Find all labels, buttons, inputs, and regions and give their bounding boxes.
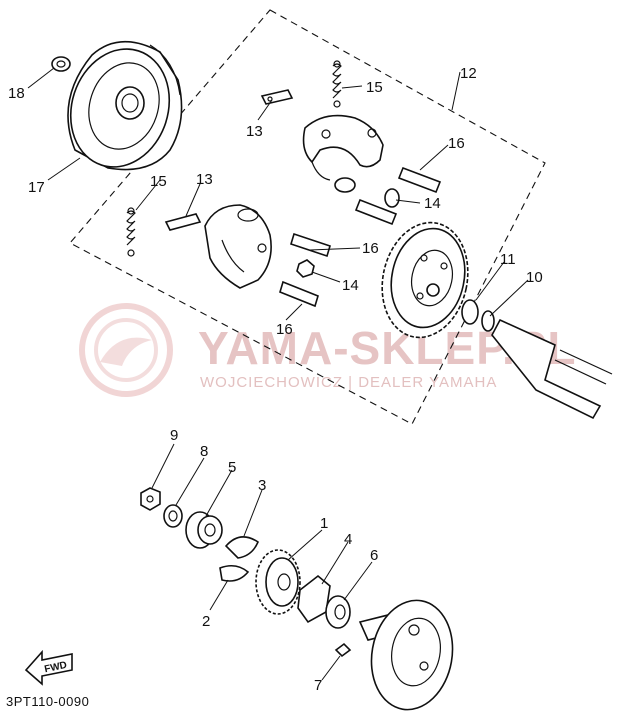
callout-3: 3 <box>258 477 266 494</box>
part-1-gear <box>255 549 301 615</box>
watermark-logo-icon <box>79 303 173 397</box>
callout-5: 5 <box>228 459 236 476</box>
fwd-arrow-icon: FWD <box>24 649 73 686</box>
primary-shaft <box>491 318 613 420</box>
part-13-plate-lower <box>164 213 202 231</box>
callout-12: 12 <box>460 65 477 82</box>
upper-clutch-shoe <box>302 114 384 181</box>
callout-18: 18 <box>8 85 25 102</box>
callout-labels: 18 17 15 13 12 16 14 15 13 14 16 16 11 1… <box>8 65 543 694</box>
part-15-spring-lower <box>126 207 136 257</box>
lower-drum <box>358 599 454 711</box>
part-5-collar <box>185 511 223 549</box>
callout-17: 17 <box>28 179 45 196</box>
lower-clutch-shoe <box>204 204 272 289</box>
part-17-clutch-housing <box>67 40 183 171</box>
callout-9: 9 <box>170 427 178 444</box>
callout-14-upper: 14 <box>424 195 441 212</box>
part-16-pins-upper <box>354 166 442 226</box>
callout-8: 8 <box>200 443 208 460</box>
part-15-spring-upper <box>332 60 342 108</box>
part-10-circlip <box>481 310 495 332</box>
callout-13-upper: 13 <box>246 123 263 140</box>
fwd-label: FWD <box>43 660 68 675</box>
part-9-nut <box>140 487 161 511</box>
callout-16-upper: 16 <box>448 135 465 152</box>
document-code: 3PT110-0090 <box>6 694 90 709</box>
callout-16-mid: 16 <box>362 240 379 257</box>
part-7-key <box>334 642 352 658</box>
part-2-cam <box>219 564 250 582</box>
callout-14-lower: 14 <box>342 277 359 294</box>
part-14-collar-lower <box>296 259 315 278</box>
part-11-washer <box>461 299 479 325</box>
callout-4: 4 <box>344 531 352 548</box>
callout-6: 6 <box>370 547 378 564</box>
callout-13-lower: 13 <box>196 171 213 188</box>
watermark-dealer: WOJCIECHOWICZ | DEALER YAMAHA <box>200 374 497 391</box>
callout-15-lower: 15 <box>150 173 167 190</box>
part-16-pins-lower <box>279 232 331 308</box>
callout-7: 7 <box>314 677 322 694</box>
part-4-plate <box>297 574 331 624</box>
leader-lines <box>27 67 529 681</box>
part-14-collar-upper <box>334 177 400 208</box>
part-8-washer <box>163 504 183 528</box>
callout-16-lower: 16 <box>276 321 293 338</box>
large-gear <box>381 221 469 339</box>
part-18-clip <box>51 56 71 72</box>
callout-11: 11 <box>500 251 516 268</box>
part-6-bearing <box>325 595 351 629</box>
callout-2: 2 <box>202 613 210 630</box>
callout-10: 10 <box>526 269 543 286</box>
callout-1: 1 <box>320 515 328 532</box>
part-13-plate-upper <box>260 89 294 105</box>
callout-15-upper: 15 <box>366 79 383 96</box>
part-3-cam <box>224 536 259 559</box>
